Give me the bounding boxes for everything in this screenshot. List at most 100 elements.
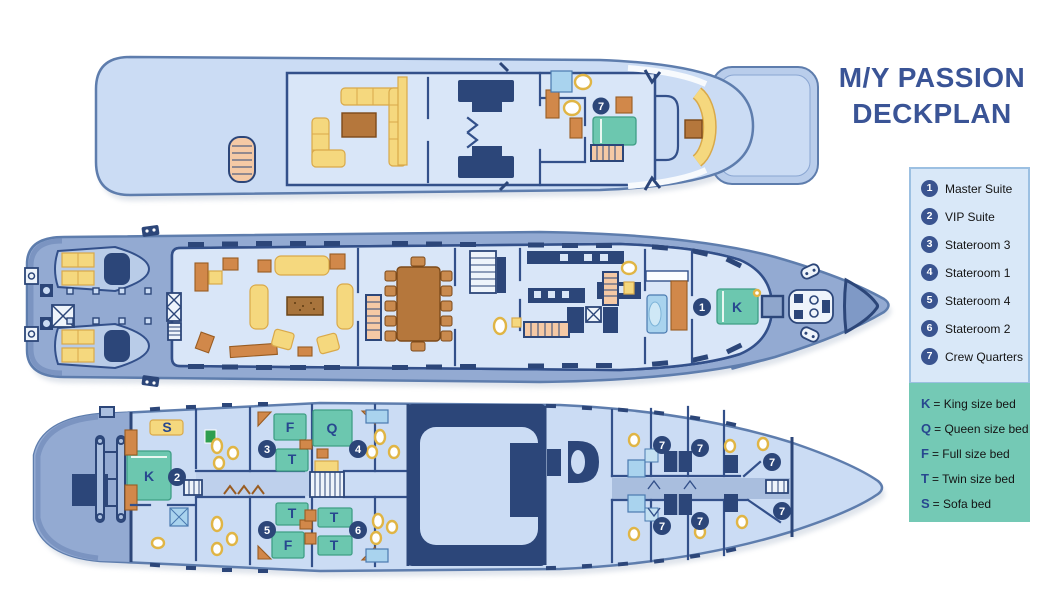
bed-label: T — [288, 451, 297, 467]
room-number-marker: 1 — [693, 298, 711, 316]
legend-label: Crew Quarters — [945, 349, 1024, 364]
cabinets — [645, 270, 689, 282]
svg-text:6: 6 — [355, 525, 361, 537]
bow-steps — [765, 479, 789, 494]
queen-bed — [312, 409, 353, 447]
legend-number-icon: 7 — [921, 348, 938, 365]
legend-number-icon: 4 — [921, 264, 938, 281]
deck-hatch — [760, 294, 785, 319]
title-line1: M/Y PASSION — [838, 62, 1026, 93]
legend-row-stateroom-4: 5 Stateroom 4 — [921, 292, 1024, 309]
anchor-windlass — [788, 289, 834, 324]
passerelle — [95, 406, 126, 523]
bar-counter — [397, 76, 408, 166]
svg-text:3: 3 — [264, 444, 270, 456]
vip-suite — [124, 408, 198, 562]
bed-label: Q — [327, 420, 338, 436]
svg-text:7: 7 — [779, 506, 785, 518]
bed-label: T — [288, 505, 297, 521]
bed-legend-row-full: F = Full size bed — [921, 446, 1026, 461]
legend-row-vip-suite: 2 VIP Suite — [921, 208, 1024, 225]
bed-label: F — [284, 537, 293, 553]
legend-row-stateroom-2: 6 Stateroom 2 — [921, 320, 1024, 337]
legend-number-icon: 2 — [921, 208, 938, 225]
legend-label: VIP Suite — [945, 209, 995, 224]
curved-bench — [693, 88, 716, 166]
bed-label-text: = Queen size bed — [934, 422, 1029, 436]
svg-text:7: 7 — [769, 457, 775, 469]
svg-text:5: 5 — [264, 525, 270, 537]
bed-letter: Q — [921, 421, 932, 436]
twin-bed — [275, 448, 309, 472]
bed-label: F — [286, 419, 295, 435]
svg-text:7: 7 — [659, 521, 665, 533]
legend-label: Stateroom 2 — [945, 321, 1011, 336]
legend-row-stateroom-3: 3 Stateroom 3 — [921, 236, 1024, 253]
desk — [615, 96, 633, 114]
svg-text:7: 7 — [659, 440, 665, 452]
legend-row-crew-quarters: 7 Crew Quarters — [921, 348, 1024, 365]
salon-furniture — [194, 253, 354, 359]
room-number-marker: 7 — [773, 502, 791, 520]
room-number-marker: 7 — [653, 436, 671, 454]
rug — [286, 296, 324, 316]
bed-legend-row-queen: Q = Queen size bed — [921, 421, 1029, 436]
legend-row-stateroom-1: 4 Stateroom 1 — [921, 264, 1024, 281]
window-band — [188, 241, 743, 370]
legend-number-icon: 1 — [921, 180, 938, 197]
legend-label: Stateroom 4 — [945, 293, 1011, 308]
master-bed — [716, 288, 759, 325]
bathroom-fixtures — [365, 409, 401, 563]
corridor-steps — [183, 479, 203, 496]
room-legend: 1 Master Suite 2 VIP Suite 3 Stateroom 3… — [909, 167, 1030, 384]
bed-letter: K — [921, 396, 931, 411]
legend-number-icon: 6 — [921, 320, 938, 337]
bed-label-text: = Sofa bed — [932, 497, 992, 511]
toilet — [562, 99, 582, 117]
legend-label: Master Suite — [945, 181, 1013, 196]
room-number-marker: 7 — [592, 97, 610, 115]
main-deck-plan: 1 K — [24, 225, 892, 388]
page-title: M/Y PASSION DECKPLAN — [818, 60, 1046, 132]
cabinet — [545, 89, 560, 119]
bed-label: T — [330, 509, 339, 525]
legend-row-master-suite: 1 Master Suite — [921, 180, 1024, 197]
room-number-marker: 4 — [349, 440, 367, 458]
tender-boat — [54, 245, 151, 293]
legend-number-icon: 3 — [921, 236, 938, 253]
bed-legend: K = King size bed Q = Queen size bed F =… — [909, 383, 1030, 522]
bed-label-text: = King size bed — [933, 397, 1016, 411]
locker-hangers — [223, 484, 265, 495]
engine-room — [408, 404, 545, 566]
foyer-stairs — [469, 250, 506, 294]
room-number-marker: 3 — [258, 440, 276, 458]
stateroom — [257, 411, 313, 472]
coffee-table — [341, 112, 377, 138]
title-line2: DECKPLAN — [852, 98, 1012, 129]
cleat — [800, 263, 820, 343]
toilet — [620, 260, 638, 276]
room-number-marker: 7 — [691, 439, 709, 457]
bed-label-text: = Full size bed — [931, 447, 1010, 461]
room-number-marker: 7 — [763, 453, 781, 471]
cockpit-table — [684, 119, 703, 139]
bed-label: S — [162, 419, 171, 435]
bed-legend-row-twin: T = Twin size bed — [921, 471, 1026, 486]
bed-legend-row-king: K = King size bed — [921, 396, 1026, 411]
stateroom — [312, 409, 376, 473]
room-number-marker: 5 — [258, 521, 276, 539]
svg-text:4: 4 — [355, 444, 362, 456]
legend-label: Stateroom 1 — [945, 265, 1011, 280]
tender-boat — [54, 322, 151, 370]
toilet — [150, 536, 166, 550]
legend-number-icon: 5 — [921, 292, 938, 309]
bed-letter: S — [921, 496, 930, 511]
lower-deck-plan: S 2 K 3 F T 4 Q 5 T F 6 T T 7 7 7 7 7 7 — [32, 401, 885, 577]
bow-pulpit — [843, 277, 879, 335]
deck-fittings — [66, 287, 152, 325]
room-number-marker: 6 — [349, 521, 367, 539]
twin-bed — [317, 507, 353, 528]
bed-letter: F — [921, 446, 929, 461]
dining-table — [365, 256, 453, 352]
